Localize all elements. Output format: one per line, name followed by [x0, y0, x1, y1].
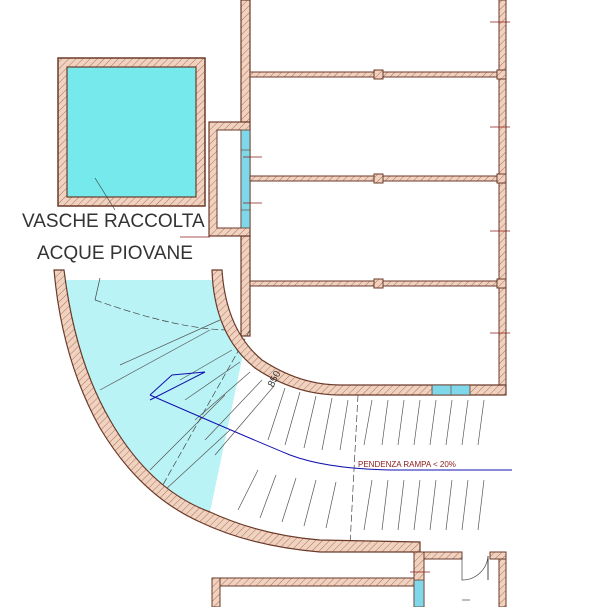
window-niche: [208, 121, 251, 237]
tank-leader-line: [94, 177, 116, 301]
ramp-outer-wall: [53, 269, 421, 553]
ramp-water-area: [64, 280, 245, 512]
ramp-slope-label: PENDENZA RAMPA < 20%: [358, 460, 456, 469]
tank-label-line2: ACQUE PIOVANE: [37, 243, 193, 264]
parking-bays: [249, 69, 507, 289]
ramp-guide-lines: [94, 299, 359, 546]
lower-walls: [211, 551, 507, 607]
right-wall: [498, 0, 507, 391]
ramp-slope-arrow: [149, 371, 512, 471]
rainwater-tank: [57, 57, 206, 207]
reference-lines: [180, 236, 430, 573]
ramp-inner-wall: [211, 269, 507, 396]
ramp-stripes: [99, 319, 485, 531]
tank-label-line1: VASCHE RACCOLTA: [22, 211, 205, 232]
inner-wall-window: [431, 384, 471, 396]
tick-marks: [243, 21, 510, 334]
